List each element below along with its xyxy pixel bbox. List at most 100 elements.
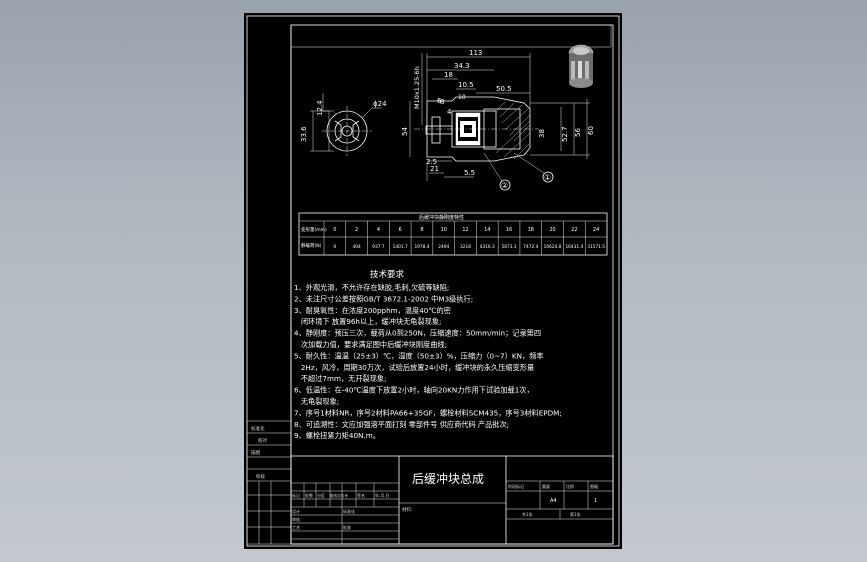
tb-size-label: 图幅 <box>590 483 598 489</box>
table-load-cell: 1978.4 <box>414 244 429 250</box>
requirement-line: 1、外观光滑，不允许存在缺胶,毛刺,欠硫等缺陷; <box>294 283 449 292</box>
thread-spec: M10x1.25-6h <box>413 66 421 109</box>
end-view: 33.6 12.4 ϕ24 <box>300 93 387 156</box>
table-deform-cell: 14 <box>484 227 490 233</box>
tb-row-label-1: 标记 <box>292 492 300 498</box>
drawing-canvas: 标准化 校对 描图 校核 33.6 12.4 ϕ24 <box>246 15 620 547</box>
table-deform-cell: 20 <box>549 227 555 233</box>
tb-row-label-3: 分区 <box>317 492 325 498</box>
requirement-line: 6、低温性：在-40℃温度下放置2小时，轴向20KN力作用下试验加载1次， <box>294 386 534 395</box>
dim-10: 10 <box>458 94 466 101</box>
tb-left-label-3: 工艺 <box>292 525 300 530</box>
table-deform-cell: 18 <box>528 227 534 233</box>
requirement-line: 2、未注尺寸公差按照GB/T 3672.1-2002 中M3级执行; <box>294 294 473 303</box>
dim-21: 21 <box>430 165 439 173</box>
requirement-line: 5、耐久性：温温（25±3）℃，湿度（50±3）%，压缩力（0~7）KN，频率 <box>294 351 544 360</box>
requirement-line: 不超过7mm，无开裂现象; <box>294 374 387 383</box>
balloon-1-label: ① <box>544 173 551 182</box>
table-deform-cell: 2 <box>355 227 358 233</box>
tb-left-label-4: 标准化 <box>343 508 355 514</box>
tb-sheet-size: A4 <box>550 498 557 504</box>
table-load-cell: 5873.3 <box>502 244 517 250</box>
title-block: 标记 处数 分区 更改文件号 签名 年.月.日 设计 审核 工艺 标准化 批准 … <box>290 455 614 545</box>
table-load-cell: 2494 <box>438 244 449 250</box>
requirement-line: 无龟裂现象; <box>294 397 339 406</box>
tb-row-label-2: 处数 <box>305 492 313 498</box>
top-strip <box>290 24 612 48</box>
dim-34-3: 34.3 <box>454 62 470 70</box>
table-load-cell: 404 <box>353 244 361 250</box>
dim-4: 4 <box>447 108 452 116</box>
dim-60: 60 <box>587 126 595 135</box>
tb-sheet-no: 第1张 <box>570 511 581 517</box>
dim-18: 18 <box>444 71 453 79</box>
requirement-line: 9、螺栓扭紧力矩40N.m。 <box>294 431 380 440</box>
dim-5-5: 5.5 <box>464 169 475 177</box>
table-deform-cell: 12 <box>462 227 468 233</box>
table-load-cell: 31571.5 <box>587 244 605 250</box>
table-load-cell: 937.7 <box>372 244 385 250</box>
outer-frame <box>246 15 620 547</box>
dim-113: 113 <box>469 49 482 57</box>
section-view: 113 34.3 18 10.5 50.5 6 4 8 10 M10x1.25-… <box>401 49 595 191</box>
table-deform-cell: 10 <box>441 227 447 233</box>
sidebar-label-2: 校对 <box>258 437 267 444</box>
dim-dia-24: ϕ24 <box>373 100 387 108</box>
drawing-sheet: 标准化 校对 描图 校核 33.6 12.4 ϕ24 <box>244 13 622 549</box>
balloon-2 <box>499 179 511 191</box>
sidebar-label-4: 校核 <box>256 473 265 480</box>
table-row1-label: 变形量(mm) <box>301 226 327 233</box>
tb-row-label-6: 年.月.日 <box>375 492 390 498</box>
requirement-line: 闭环境下 放置96h以上，缓冲块无龟裂现象; <box>294 317 441 326</box>
table-load-cell: 0 <box>334 244 337 250</box>
sidebar-label-3: 描图 <box>251 449 260 456</box>
tb-scale-value: 1 <box>594 498 597 504</box>
balloon-2-label: ② <box>501 181 508 190</box>
table-deform-cell: 16 <box>506 227 512 233</box>
sidebar-label-1: 标准化 <box>251 425 265 432</box>
tb-weight-label: 重量 <box>542 483 550 489</box>
dim-38: 38 <box>538 129 546 138</box>
table-deform-cell: 22 <box>571 227 577 233</box>
requirement-line: 2Hz，风冷，周期30万次，试验后放置24小时，缓冲块的永久压缩变形量 <box>294 363 534 372</box>
table-load-cell: 16431.4 <box>565 244 583 250</box>
requirement-line: 4、静刚度：预压三次，载荷从0到250N，压缩速度：50mm/min；记录第四 <box>294 329 541 338</box>
balloon-1 <box>542 171 554 183</box>
dim-6: 6 <box>437 97 442 105</box>
tb-left-label-5: 批准 <box>343 524 351 530</box>
dim-50-5: 50.5 <box>496 85 512 93</box>
requirement-line: 8、可追溯性：文应加强溶平面打刻 零部件号 供应商代码 产品批次; <box>294 420 509 429</box>
dim-10-5: 10.5 <box>458 81 474 89</box>
table-deform-cell: 0 <box>333 227 336 233</box>
part-3d-thumbnail <box>568 44 594 88</box>
table-load-cell: 10624.8 <box>544 244 562 250</box>
table-deform-cell: 4 <box>377 227 380 233</box>
requirement-line: 7、序号1材料NR，序号2材料PA66+35GF，螺栓材料SCM435，序号3材… <box>294 408 562 417</box>
tb-row-label-5: 签名 <box>357 492 365 498</box>
dim-2-5: 2.5 <box>426 158 437 166</box>
requirements-title: 技术要求 <box>370 269 405 280</box>
tb-row-label-4: 更改文件号 <box>330 493 348 498</box>
tb-scale-label: 比例 <box>566 483 574 489</box>
requirement-line: 3、耐臭氧性：在浓度200pphm，温度40℃的密 <box>294 306 451 315</box>
table-row2-label: 静载荷(N) <box>301 242 322 249</box>
table-deform-cell: 6 <box>399 227 402 233</box>
table-load-cell: 1401.7 <box>393 244 408 250</box>
left-sidebar: 标准化 校对 描图 校核 <box>246 420 292 545</box>
dim-33-6: 33.6 <box>300 126 308 142</box>
dim-12-4: 12.4 <box>316 100 324 116</box>
table-deform-cell: 8 <box>420 227 423 233</box>
table-load-cell: 3218 <box>460 244 471 250</box>
dim-54: 54 <box>401 127 409 136</box>
table-deform-cell: 24 <box>593 227 599 233</box>
tb-stage-label: 阶段标记 <box>508 483 524 489</box>
material-label: 材料： <box>402 506 416 513</box>
tb-sheet-count: 共1张 <box>522 511 533 517</box>
dim-52-7: 52.7 <box>561 126 569 142</box>
tb-left-label-2: 审核 <box>292 516 300 522</box>
dim-8: 8 <box>440 98 444 106</box>
technical-requirements: 技术要求 1、外观光滑，不允许存在缺胶,毛刺,欠硫等缺陷; 2、未注尺寸公差按照G… <box>294 269 562 440</box>
table-load-cell: 7472.4 <box>523 244 538 250</box>
table-title: 后缓冲块静刚度特性 <box>419 214 464 221</box>
